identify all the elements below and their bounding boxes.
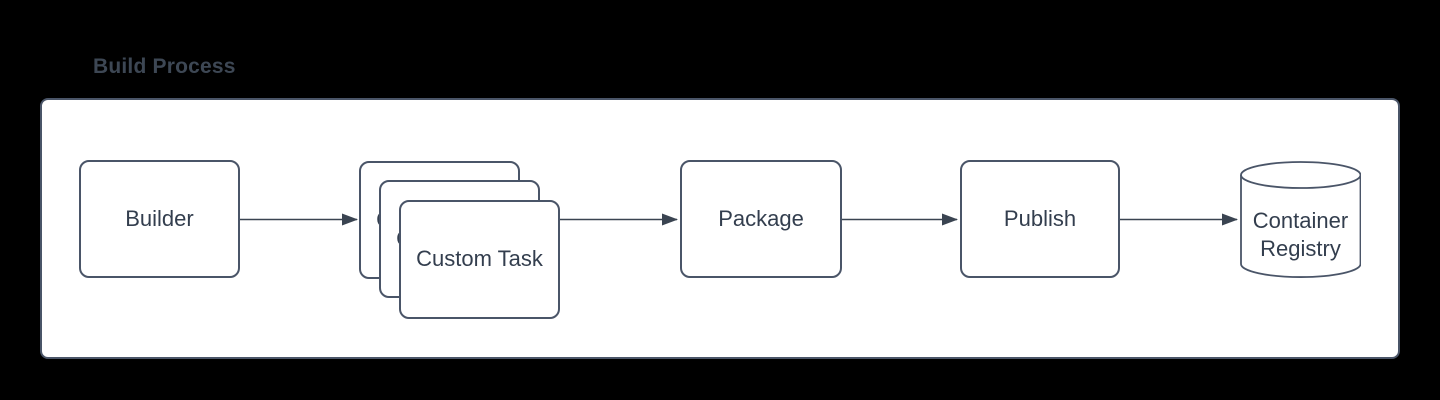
cylinder-shape-icon [1240,161,1361,278]
node-package[interactable]: Package [680,160,842,278]
node-publish[interactable]: Publish [960,160,1120,278]
node-package-label: Package [718,205,804,231]
diagram-title: Build Process [93,55,236,78]
node-builder-label: Builder [125,205,194,231]
node-custom-task[interactable]: Custom Task [399,200,560,319]
node-container-registry-label: Container Registry [1252,208,1349,261]
node-custom-task-label: Custom Task [416,246,543,272]
node-publish-label: Publish [1003,205,1077,231]
node-container-registry[interactable]: Container Registry [1240,161,1361,278]
node-builder[interactable]: Builder [79,160,240,278]
